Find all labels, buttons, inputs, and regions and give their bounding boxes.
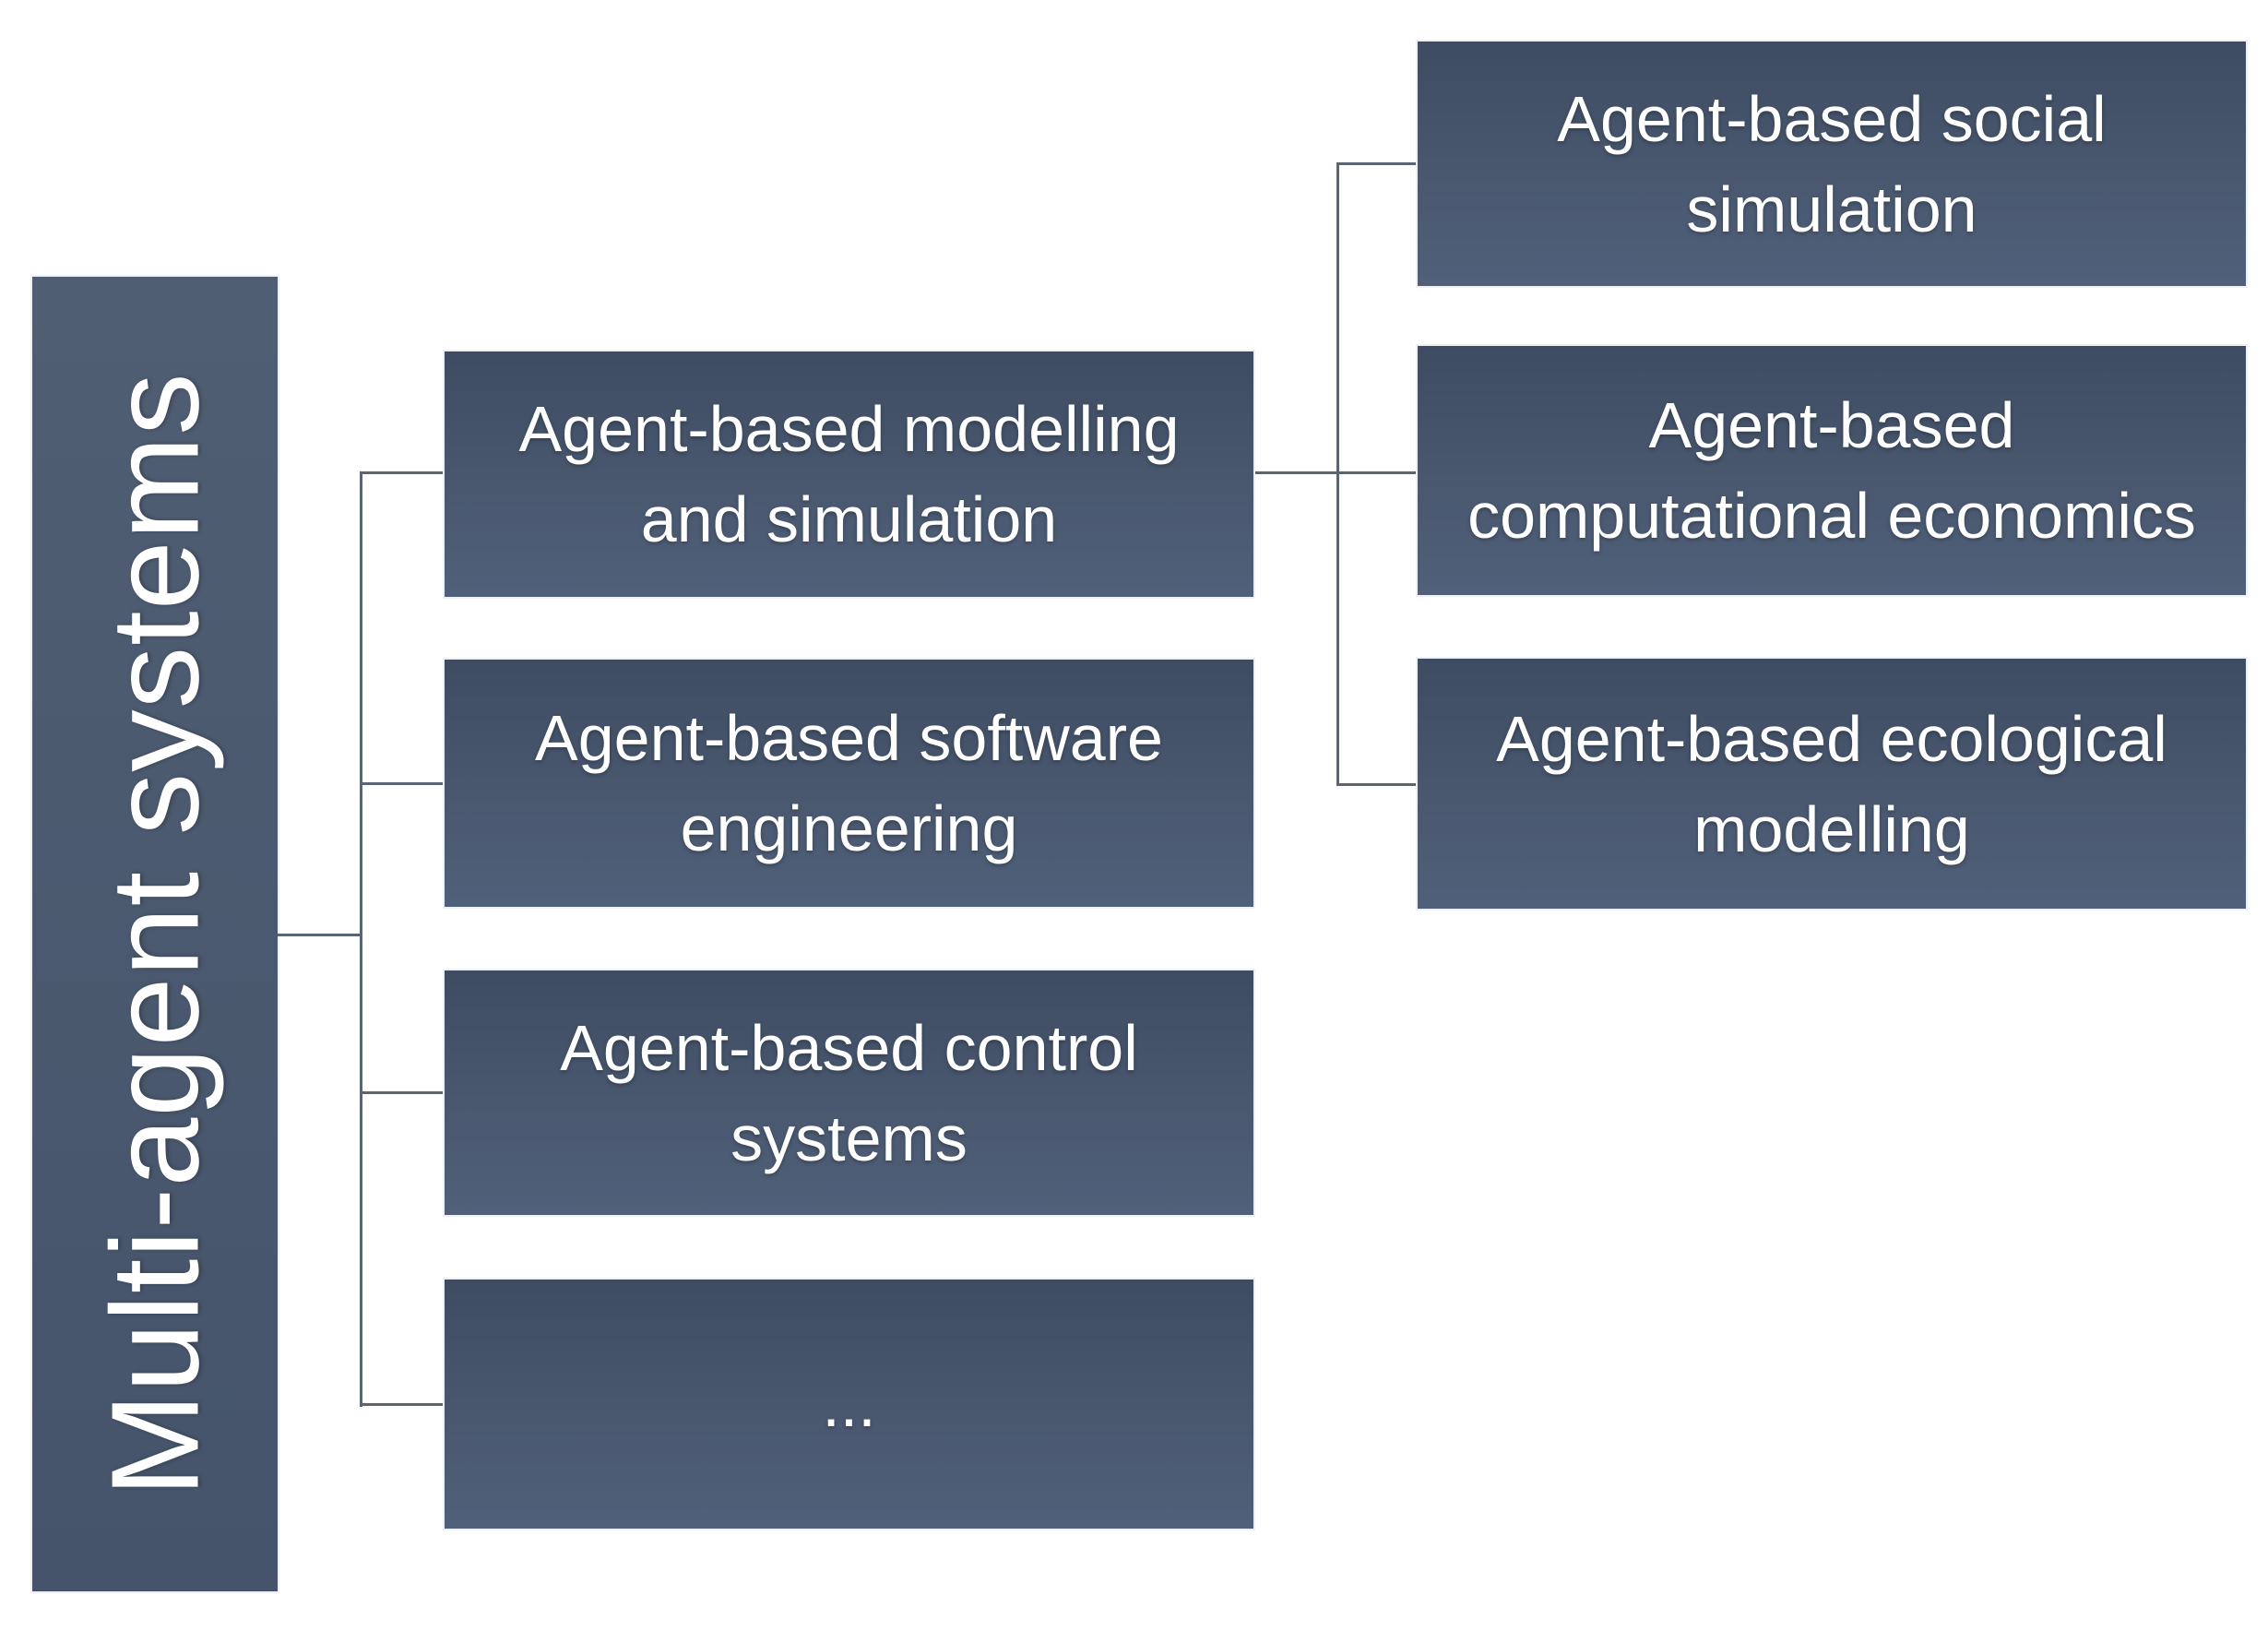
connector-stub-modelling-simulation — [360, 471, 445, 474]
node-agent-based-ecological-modelling: Agent-based ecological modelling — [1416, 657, 2248, 911]
node-agent-based-software-engineering: Agent-based software engineering — [443, 658, 1255, 909]
node-agent-based-social-simulation: Agent-based social simulation — [1416, 40, 2248, 288]
root-node-label: Multi-agent systems — [85, 371, 225, 1497]
connector-level2-trunk — [1336, 162, 1339, 786]
node-label: ... — [822, 1368, 876, 1440]
node-label: Agent-based modelling and simulation — [518, 393, 1180, 555]
connector-level1-trunk — [360, 472, 362, 1407]
root-node-multi-agent-systems: Multi-agent systems — [30, 275, 279, 1593]
connector-stub-social-simulation — [1336, 162, 1418, 165]
node-agent-based-control-systems: Agent-based control systems — [443, 969, 1255, 1217]
connector-stub-control-systems — [360, 1091, 445, 1094]
connector-stub-ellipsis — [360, 1403, 445, 1406]
connector-stub-software-engineering — [360, 782, 445, 785]
node-label: Agent-based computational economics — [1467, 389, 2196, 552]
node-label: Agent-based control systems — [560, 1011, 1138, 1174]
connector-stub-ecological-modelling — [1336, 783, 1418, 786]
node-agent-based-modelling-and-simulation: Agent-based modelling and simulation — [443, 350, 1255, 599]
node-label: Agent-based software engineering — [535, 702, 1163, 864]
connector-root-to-trunk — [278, 934, 361, 936]
node-agent-based-computational-economics: Agent-based computational economics — [1416, 344, 2248, 597]
connector-modelling-to-level2-trunk — [1253, 471, 1418, 474]
node-label: Agent-based social simulation — [1557, 82, 2107, 245]
node-label: Agent-based ecological modelling — [1496, 702, 2167, 865]
node-ellipsis: ... — [443, 1278, 1255, 1530]
